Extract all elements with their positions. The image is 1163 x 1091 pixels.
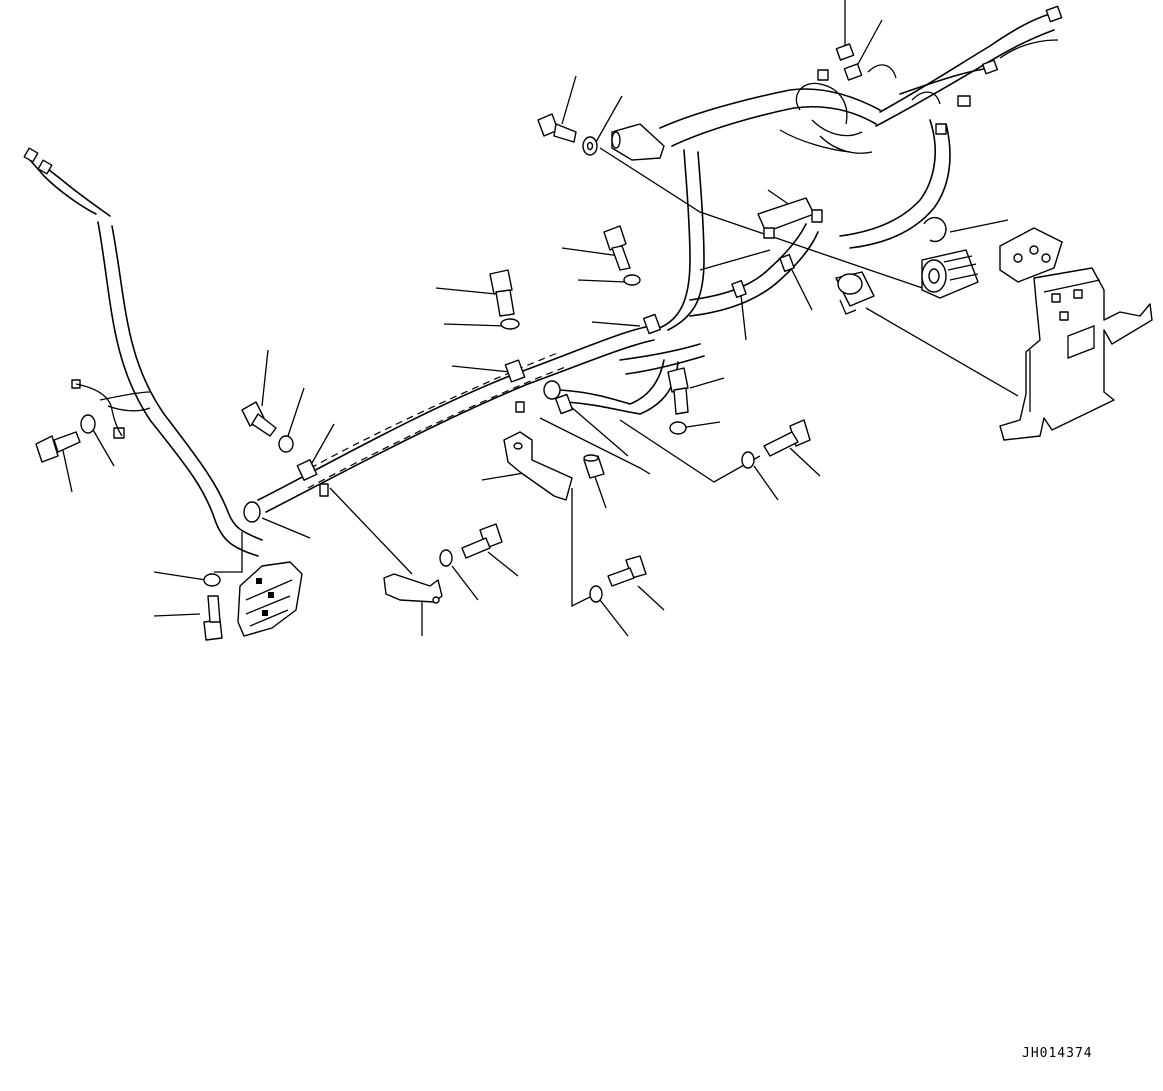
wire-cluster-top xyxy=(779,39,1059,154)
bolt-center-2 xyxy=(607,555,647,587)
solenoid-unit xyxy=(835,271,875,315)
connector-plugs xyxy=(23,5,1063,439)
small-clip xyxy=(319,401,525,497)
mounting-frame xyxy=(999,267,1153,441)
harness-clamps xyxy=(243,254,795,523)
tube-sleeve xyxy=(611,123,665,161)
connector-block xyxy=(999,227,1063,283)
bolt-top-left xyxy=(537,113,577,143)
washers xyxy=(80,136,755,603)
bracket-center xyxy=(503,431,573,501)
bolt-left-1 xyxy=(241,401,277,437)
spacer-collar xyxy=(583,454,605,479)
u-clip xyxy=(923,217,947,243)
bolt-bottom-left xyxy=(203,595,223,641)
bolt-center-1 xyxy=(461,523,503,559)
bolt-left-2 xyxy=(35,431,81,463)
bolt-vertical-2 xyxy=(489,269,515,317)
bolt-vertical-3 xyxy=(667,367,689,415)
relay-module xyxy=(757,197,823,239)
bolt-vertical-1 xyxy=(603,225,631,271)
control-valve-block xyxy=(237,561,303,637)
drawing-code-label: JH014374 xyxy=(1022,1046,1093,1061)
wire-cluster-left xyxy=(75,383,151,437)
bracket-bottom xyxy=(383,573,443,604)
motor-unit xyxy=(921,249,979,299)
bolt-right-long xyxy=(763,419,811,457)
leader-lines xyxy=(61,0,1019,637)
